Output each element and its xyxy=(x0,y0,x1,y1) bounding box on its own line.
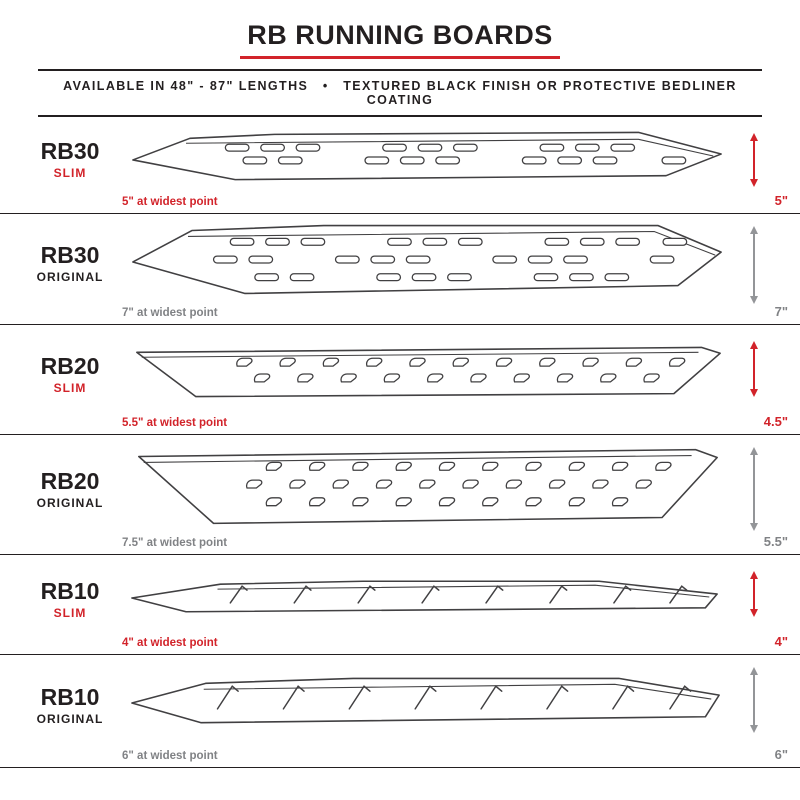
height-value: 4.5" xyxy=(763,414,788,429)
measure-column: 5" xyxy=(736,117,800,213)
model-label: RB10 ORIGINAL xyxy=(0,655,118,767)
height-arrow xyxy=(746,133,762,187)
model-name: RB20 xyxy=(40,352,100,379)
board-outline xyxy=(131,579,718,613)
model-label: RB20 ORIGINAL xyxy=(0,435,118,554)
width-note: 4" at widest point xyxy=(122,637,218,649)
rb30-original-board-illustration xyxy=(132,224,722,295)
height-value: 5.5" xyxy=(763,534,788,549)
rb20-original-board-illustration xyxy=(138,448,718,524)
width-note: 5" at widest point xyxy=(122,196,218,208)
page-title: RB RUNNING BOARDS xyxy=(247,20,553,50)
board-area: 4" at widest point xyxy=(118,555,736,654)
board-outline xyxy=(131,677,720,724)
height-value: 5" xyxy=(774,193,788,208)
model-name: RB30 xyxy=(40,242,100,268)
model-name: RB10 xyxy=(40,684,100,710)
variant-name: ORIGINAL xyxy=(36,495,104,510)
row-rb10-slim: RB10 SLIM 4" at widest point 4" xyxy=(0,555,800,655)
width-note: 5.5" at widest point xyxy=(122,417,228,429)
width-note: 7.5" at widest point xyxy=(122,537,228,549)
board-area: 5" at widest point xyxy=(118,117,736,213)
board-area: 7" at widest point xyxy=(118,214,736,324)
board-area: 5.5" at widest point xyxy=(118,325,736,434)
rb10-slim-board-illustration xyxy=(131,579,718,613)
model-label: RB20 SLIM xyxy=(0,325,118,434)
board-edge-line xyxy=(187,230,716,256)
row-rb20-original: RB20 ORIGINAL xyxy=(0,435,800,555)
model-label: RB10 SLIM xyxy=(0,555,118,654)
rb10-original-board-illustration xyxy=(131,677,720,724)
subtitle: AVAILABLE IN 48" - 87" LENGTHS • TEXTURE… xyxy=(38,69,762,117)
height-arrow xyxy=(746,341,762,397)
height-value: 4" xyxy=(774,634,788,649)
board-edge-line xyxy=(141,351,699,358)
height-value: 6" xyxy=(774,747,788,762)
board-area: 7.5" at widest point xyxy=(118,435,736,554)
measure-column: 4" xyxy=(736,555,800,654)
measure-column: 5.5" xyxy=(736,435,800,554)
height-arrow xyxy=(746,447,762,531)
board-edge-line xyxy=(217,584,710,598)
height-value: 7" xyxy=(774,304,788,319)
model-name: RB30 xyxy=(40,138,100,164)
model-label: RB30 SLIM xyxy=(0,117,118,213)
row-rb30-original: RB30 ORIGINAL 7" at widest po xyxy=(0,214,800,325)
model-name: RB10 xyxy=(40,577,100,604)
width-note: 7" at widest point xyxy=(122,307,218,319)
variant-name: SLIM xyxy=(53,380,87,395)
rb30-slim-board-illustration xyxy=(132,131,722,181)
row-rb20-slim: RB20 SLIM 5.5" at widest point xyxy=(0,325,800,435)
variant-name: SLIM xyxy=(53,605,87,620)
measure-column: 4.5" xyxy=(736,325,800,434)
measure-column: 7" xyxy=(736,214,800,324)
height-arrow xyxy=(746,667,762,733)
model-name: RB20 xyxy=(40,467,100,494)
title-underline xyxy=(240,56,560,59)
model-label: RB30 ORIGINAL xyxy=(0,214,118,324)
variant-name: ORIGINAL xyxy=(36,270,104,284)
board-edge-line xyxy=(186,138,714,157)
height-arrow xyxy=(746,571,762,617)
height-arrow xyxy=(746,226,762,304)
row-rb10-original: RB10 ORIGINAL 6" at widest point 6" xyxy=(0,655,800,768)
board-area: 6" at widest point xyxy=(118,655,736,767)
header: RB RUNNING BOARDS AVAILABLE IN 48" - 87"… xyxy=(0,0,800,117)
width-note: 6" at widest point xyxy=(122,750,218,762)
variant-name: ORIGINAL xyxy=(36,712,104,726)
row-rb30-slim: RB30 SLIM 5" at widest point xyxy=(0,117,800,214)
measure-column: 6" xyxy=(736,655,800,767)
rb20-slim-board-illustration xyxy=(136,346,721,397)
board-edge-line xyxy=(143,454,692,463)
variant-name: SLIM xyxy=(53,166,87,180)
